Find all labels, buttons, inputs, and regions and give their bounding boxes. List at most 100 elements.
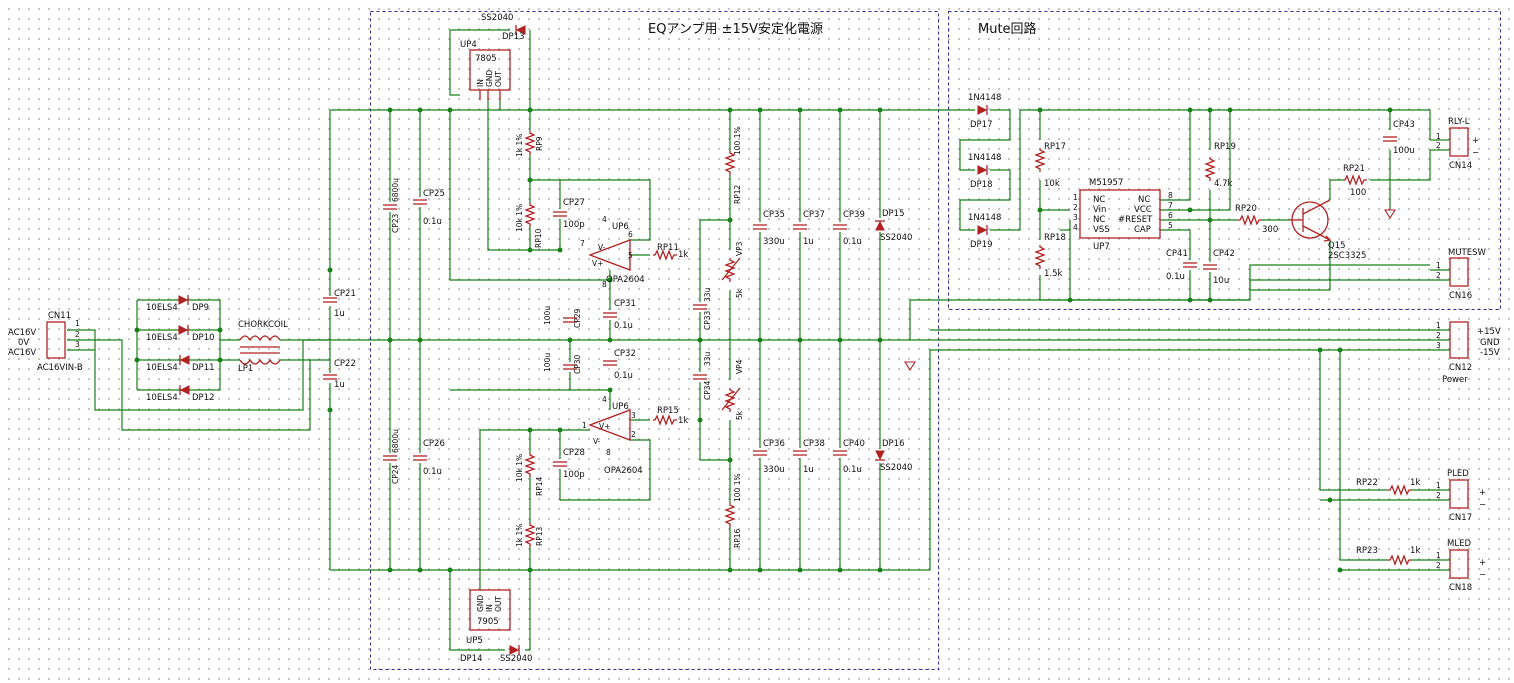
svg-text:CP39: CP39 (843, 210, 865, 220)
svg-text:+: + (1479, 558, 1486, 568)
svg-text:CP34: CP34 (703, 380, 712, 400)
output-caps: CP35 330u CP37 1u CP39 0.1u CP36 330u CP… (752, 210, 865, 475)
svg-text:1: 1 (1436, 551, 1441, 560)
svg-text:10u: 10u (1213, 276, 1229, 286)
cp28-capacitor: CP28 100p (552, 448, 585, 480)
svg-text:100u: 100u (543, 306, 552, 325)
up4-pin-gnd: GND (485, 70, 494, 87)
up4-part: 7805 (475, 54, 497, 64)
cp32-capacitor: CP32 0.1u (602, 349, 636, 381)
choke-coil: CHORKCOIL LP1 (238, 320, 288, 374)
svg-text:DP16: DP16 (882, 439, 905, 449)
svg-text:RLY-L: RLY-L (1448, 117, 1470, 127)
svg-text:V-: V- (593, 437, 601, 446)
svg-text:RP21: RP21 (1343, 164, 1365, 174)
rp12-resistor: 100 1% RP12 (724, 126, 742, 204)
svg-text:1k: 1k (678, 416, 688, 426)
mute-title: Mute回路 (978, 21, 1037, 37)
svg-text:0.1u: 0.1u (614, 321, 633, 331)
svg-text:8: 8 (606, 448, 611, 457)
svg-text:VP4: VP4 (735, 359, 744, 374)
cn14-connector: RLY-L CN14 1 2 + − (1430, 117, 1479, 171)
cn11-pin-2: 2 (75, 330, 80, 339)
cp25-value: 0.1u (423, 217, 442, 227)
mute-diodes: 1N4148 DP17 1N4148 DP18 1N4148 DP19 (968, 93, 1001, 250)
svg-text:RP11: RP11 (657, 243, 679, 253)
svg-text:DP19: DP19 (970, 240, 993, 250)
svg-text:RP14: RP14 (535, 476, 544, 496)
cn11-pin-3: 3 (75, 340, 80, 349)
svg-text:VCC: VCC (1134, 205, 1152, 215)
svg-text:CP33: CP33 (703, 310, 712, 330)
eq-power-title: EQアンプ用 ±15V安定化電源 (648, 22, 823, 37)
cp22-value: 1u (334, 380, 345, 390)
svg-text:NC: NC (1093, 215, 1105, 225)
svg-text:2: 2 (1436, 271, 1441, 280)
svg-text:3: 3 (631, 411, 636, 420)
svg-text:CP42: CP42 (1213, 249, 1235, 259)
svg-text:1k: 1k (1410, 546, 1420, 556)
transistor-q15: Q15 2SC3325 (1290, 199, 1366, 261)
svg-text:4: 4 (1073, 223, 1078, 232)
dp14-diode: DP14 SS2040 (460, 644, 532, 664)
svg-text:RP17: RP17 (1044, 142, 1066, 152)
rp21-resistor: RP21 100 (1342, 164, 1368, 198)
svg-text:RP13: RP13 (535, 526, 544, 546)
cp24-value: 6800u (391, 429, 400, 453)
svg-text:CP41: CP41 (1166, 249, 1188, 259)
svg-text:UP6: UP6 (612, 402, 629, 412)
svg-text:NC: NC (1138, 195, 1150, 205)
svg-text:CN17: CN17 (1449, 513, 1472, 523)
svg-text:RP12: RP12 (733, 184, 742, 204)
svg-text:MLED: MLED (1447, 539, 1471, 549)
dp9-part: 10ELS4 (146, 303, 178, 313)
cn11-connector: CN11 AC16VIN-B 1 2 3 AC16V 0V AC16V (8, 311, 83, 373)
svg-text:100u: 100u (543, 353, 552, 372)
vp3-pot: VP3 5k (721, 241, 744, 298)
dp14-ref: DP14 (460, 654, 483, 664)
svg-text:MUTESW: MUTESW (1448, 248, 1487, 258)
cp23-ref: CP23 (391, 213, 400, 233)
opamp-up6-a: UP6 OPA2604 7 6 5 4 8 V- V+ (580, 215, 645, 289)
cp24-ref: CP24 (391, 464, 400, 484)
svg-text:+: + (1472, 136, 1479, 146)
regulator-up4: UP4 7805 IN GND OUT (460, 40, 511, 100)
svg-text:CAP: CAP (1134, 225, 1151, 235)
cp26-value: 0.1u (423, 467, 442, 477)
svg-text:300: 300 (1262, 225, 1278, 235)
regulator-up5: UP5 7905 GND IN OUT (466, 589, 511, 646)
svg-text:V+: V+ (599, 422, 610, 431)
svg-text:Power: Power (1442, 375, 1468, 385)
dp11-part: 10ELS4 (146, 363, 178, 373)
svg-text:UP6: UP6 (612, 222, 629, 232)
svg-text:1k 1%: 1k 1% (515, 134, 524, 157)
svg-text:V+: V+ (592, 259, 603, 268)
choke-ref: LP1 (238, 364, 253, 374)
svg-text:RP16: RP16 (733, 528, 742, 548)
svg-text:Q15: Q15 (1328, 241, 1346, 251)
dp13-part: SS2040 (481, 13, 513, 23)
svg-text:RP9: RP9 (535, 136, 544, 151)
svg-text:V-: V- (598, 243, 606, 252)
cn11-label-2: 0V (18, 338, 29, 348)
cn11-ref: CN11 (48, 311, 71, 321)
svg-text:#RESET: #RESET (1118, 215, 1153, 225)
svg-text:-15V: -15V (1480, 348, 1500, 358)
svg-text:DP17: DP17 (970, 120, 993, 130)
svg-text:SS2040: SS2040 (880, 233, 912, 243)
cn11-pin-1: 1 (75, 319, 80, 328)
svg-text:CN18: CN18 (1449, 583, 1472, 593)
dp13-diode: SS2040 DP13 (481, 13, 526, 42)
svg-text:4: 4 (602, 395, 607, 404)
rp14-resistor: 10k 1% RP14 (515, 452, 544, 496)
svg-text:UP7: UP7 (1093, 242, 1110, 252)
svg-text:1: 1 (1073, 193, 1078, 202)
cp29-capacitor: 100u CP29 (543, 306, 582, 328)
svg-text:1.5k: 1.5k (1044, 269, 1063, 279)
svg-text:100 1%: 100 1% (733, 473, 742, 502)
svg-text:CP37: CP37 (803, 210, 825, 220)
svg-text:33u: 33u (703, 287, 712, 302)
svg-text:CP40: CP40 (843, 439, 865, 449)
svg-text:1: 1 (1436, 481, 1441, 490)
